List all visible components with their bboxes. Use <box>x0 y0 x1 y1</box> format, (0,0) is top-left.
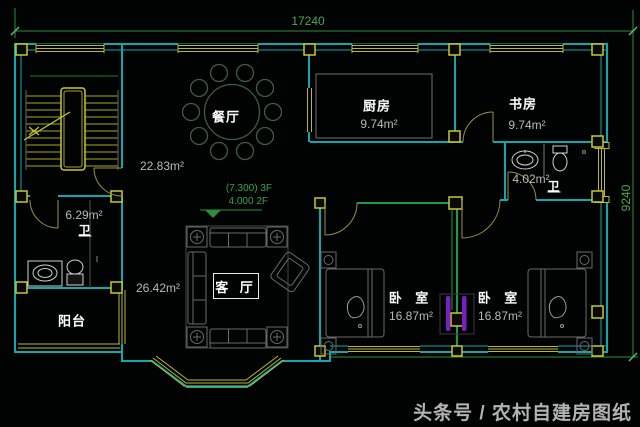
room-label-bathroom-left: 卫 <box>78 223 92 238</box>
staircase <box>23 75 119 171</box>
room-label-bedroom-left: 卧 室 <box>388 290 434 306</box>
door-study <box>462 111 494 143</box>
window-bottom-bedroom-right <box>488 345 558 353</box>
bathroom-left-fixtures <box>27 256 98 287</box>
window-top-study <box>489 43 564 53</box>
door-bathroom-upper <box>507 171 537 201</box>
wardrobe-purple-marks <box>439 293 475 335</box>
kitchen-sliding-door <box>307 88 312 132</box>
stair-arrow <box>23 111 71 141</box>
door-bathroom-left <box>29 199 59 229</box>
level-marker-line1: (7.300) 3F <box>225 183 272 194</box>
room-label-living-box: 客 厅 <box>213 273 259 299</box>
dimension-lines <box>10 8 638 362</box>
kitchen-counter <box>315 73 433 139</box>
living-room-sofa-set <box>185 225 310 349</box>
room-label-living: 客 厅 <box>215 279 257 295</box>
dimension-ticks <box>10 26 638 362</box>
level-marker-line2: 4.000 2F <box>228 196 268 207</box>
windows <box>35 43 610 387</box>
window-bottom-bedroom-left <box>348 345 420 353</box>
window-top-stair <box>35 43 105 53</box>
room-area-study: 9.74m² <box>508 118 546 132</box>
level-marker-symbol <box>200 209 262 218</box>
window-top-kitchen <box>351 43 419 53</box>
dining-table <box>181 63 283 161</box>
room-area-bathroom-upper: 4.02m² <box>512 172 550 186</box>
armchair <box>270 251 310 293</box>
door-stairwell <box>93 167 123 197</box>
bedroom-left-furniture <box>320 251 385 355</box>
room-label-balcony: 阳台 <box>57 313 87 329</box>
door-bedroom-left <box>324 202 358 236</box>
dimension-right-label: 9240 <box>619 184 633 212</box>
watermark-text: 头条号 / 农村自建房图纸 <box>413 403 632 424</box>
bathroom-upper-fixtures <box>511 144 586 176</box>
door-bedroom-right <box>461 199 501 239</box>
room-label-kitchen: 厨房 <box>362 98 392 114</box>
doors <box>29 111 537 239</box>
dimension-top-label: 17240 <box>291 14 325 28</box>
room-label-study: 书房 <box>508 96 538 112</box>
room-label-bathroom-upper: 卫 <box>547 179 561 194</box>
balcony-railing <box>18 343 120 349</box>
columns <box>15 43 604 357</box>
room-area-bedroom-left: 16.87m² <box>388 309 434 323</box>
window-balcony-right <box>118 290 126 344</box>
room-label-dining: 餐厅 <box>211 109 241 125</box>
window-top-dining <box>177 43 259 53</box>
bedroom-right-furniture <box>527 251 593 355</box>
room-area-living: 26.42m² <box>135 281 181 295</box>
room-area-dining: 22.83m² <box>139 159 185 173</box>
window-right-bathroom <box>594 142 610 203</box>
room-area-bedroom-right: 16.87m² <box>477 309 523 323</box>
stair-newel <box>60 87 86 171</box>
room-area-bathroom-left: 6.29m² <box>65 208 103 222</box>
room-area-kitchen: 9.74m² <box>360 117 398 131</box>
bay-window <box>149 355 285 387</box>
room-label-bedroom-right: 卧 室 <box>477 290 523 306</box>
